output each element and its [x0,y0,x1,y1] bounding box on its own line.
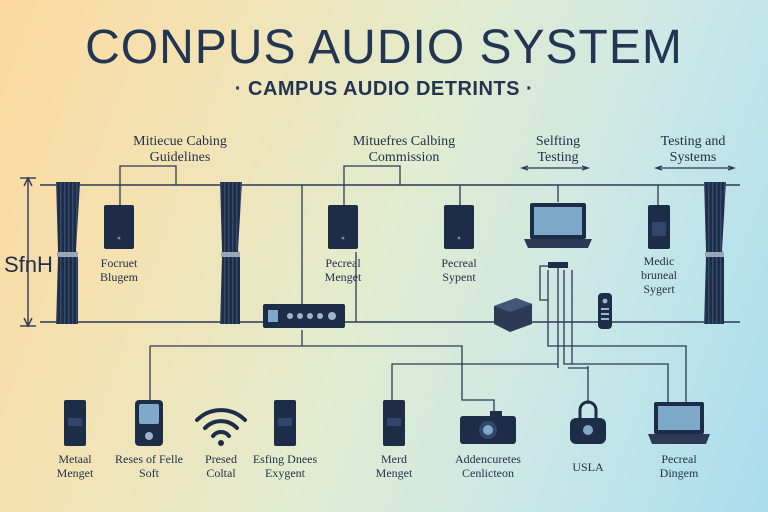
label-line: Soft [138,466,159,480]
label-line: Focruet [100,256,138,270]
remote-control-icon [598,293,612,329]
top-label-cabling-guidelines: Mitiecue Cabing Guidelines [110,134,250,166]
page-title: CONPUS AUDIO SYSTEM [85,21,683,74]
camera-icon [460,411,516,444]
height-dimension-arrow [20,176,36,328]
top-label-testing: Selfting Testing [508,134,608,166]
bottom-label: Pecreal Dingem [639,452,719,480]
label-line: Reses of Felle [115,452,183,466]
label-line: Addencuretes [455,452,521,466]
bottom-devices [64,400,710,446]
top-connectors [119,165,737,322]
label-line: Merd [381,452,407,466]
mid-speakers [104,205,670,249]
label-line: Cenlicteon [462,466,514,480]
label-line: Sygert [643,282,675,296]
label-line: Systems [669,150,717,165]
label-line: Guidelines [149,150,211,165]
label-line: Dingem [659,466,699,480]
bottom-label: Esfing Dnees Exygent [240,452,330,480]
top-label-cabling-commission: Mituefres Calbing Commission [334,134,474,166]
lower-connectors [149,265,687,416]
top-label-testing-systems: Testing and Systems [643,134,743,166]
label-line: Esfing Dnees [252,452,318,466]
speaker-icon [104,205,134,249]
label-line: Testing and [660,134,726,149]
label-line: Pecreal [661,452,697,466]
label-line: Coltal [206,466,236,480]
label-line: Testing [537,150,579,165]
laptop-icon [524,203,592,248]
amplifier-icon [263,304,345,328]
label-line: Commission [368,150,440,165]
bottom-label: Reses of Felle Soft [104,452,194,480]
label-line: Blugem [100,270,138,284]
label-line: Menget [375,466,413,480]
mid-label: Medic bruneal Sygert [619,254,699,296]
laptop-icon [648,402,710,444]
bottom-label: USLA [548,460,628,474]
bottom-label: Presed Coltal [181,452,261,480]
mid-label: Focruet Blugem [79,256,159,284]
mid-label: Pecreal Sypent [419,256,499,284]
signal-splitter-icon [548,262,568,268]
label-line: Pecreal [441,256,477,270]
speaker-icon [328,205,358,249]
stage-curtains [56,182,726,324]
bottom-label: Merd Menget [354,452,434,480]
speaker-icon [444,205,474,249]
label-line: Mitiecue Cabing [133,134,227,149]
bottom-label: Addencuretes Cenlicteon [443,452,533,480]
bottom-label: Metaal Menget [35,452,115,480]
label-line: bruneal [641,268,677,282]
subwoofer-icon [494,298,532,332]
label-line: Sypent [442,270,476,284]
label-line: Exygent [265,466,305,480]
label-line: Mituefres Calbing [352,134,456,149]
mid-label: Pecreal Menget [303,256,383,284]
label-line: Menget [324,270,362,284]
label-line: Medic [643,254,675,268]
label-line: Menget [56,466,94,480]
label-line: Pecreal [325,256,361,270]
padlock-icon [570,400,606,444]
page-subtitle: · CAMPUS AUDIO DETRINTS · [234,78,534,100]
label-line: Selfting [535,134,581,149]
signal-rails [40,184,740,323]
wifi-icon [195,408,247,438]
label-line: Presed [205,452,237,466]
label-line: Metaal [58,452,92,466]
label-line: USLA [572,460,604,474]
